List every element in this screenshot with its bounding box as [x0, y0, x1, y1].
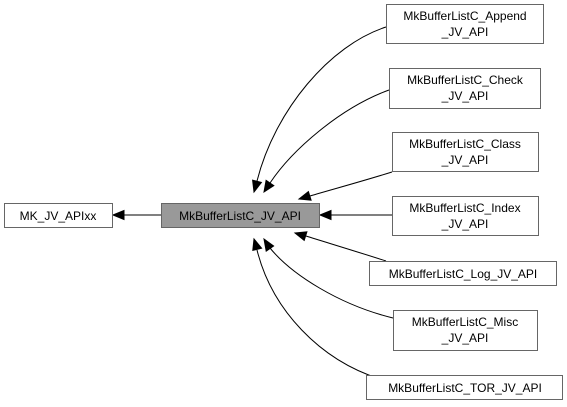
- node-mk-jv-apixx-box: [4, 203, 113, 228]
- node-index-label-line2: _JV_API: [441, 217, 489, 231]
- node-append[interactable]: MkBufferListC_Append _JV_API: [386, 4, 544, 44]
- node-check-label-line1: MkBufferListC_Check: [407, 73, 524, 87]
- node-misc[interactable]: MkBufferListC_Misc _JV_API: [393, 310, 538, 351]
- node-log[interactable]: MkBufferListC_Log_JV_API: [369, 261, 557, 286]
- edges: [111, 26, 394, 380]
- node-check[interactable]: MkBufferListC_Check _JV_API: [389, 68, 541, 109]
- node-misc-box: [393, 310, 538, 351]
- node-log-box: [369, 261, 557, 286]
- edge-arrowhead-append: [252, 179, 263, 194]
- edge-arrowhead-log: [293, 231, 308, 242]
- node-current-label: MkBufferListC_JV_API: [179, 209, 301, 223]
- node-index-box: [392, 196, 539, 236]
- node-tor[interactable]: MkBufferListC_TOR_JV_API: [366, 375, 563, 400]
- node-check-label-line2: _JV_API: [441, 89, 489, 103]
- node-class[interactable]: MkBufferListC_Class _JV_API: [392, 132, 539, 172]
- node-misc-label-line1: MkBufferListC_Misc: [412, 315, 518, 329]
- edge-arrowhead-misc: [263, 237, 275, 253]
- node-mk-jv-apixx-label: MK_JV_APIxx: [20, 209, 97, 223]
- node-current: MkBufferListC_JV_API: [161, 203, 320, 228]
- node-index[interactable]: MkBufferListC_Index _JV_API: [392, 196, 539, 236]
- edge-arrowhead-check: [263, 179, 275, 194]
- edge-class-to-current: [309, 171, 393, 197]
- node-class-label-line2: _JV_API: [441, 153, 489, 167]
- node-log-label: MkBufferListC_Log_JV_API: [389, 267, 538, 281]
- edge-arrowhead-mk-jv-apixx: [111, 209, 125, 221]
- node-tor-box: [366, 375, 563, 400]
- node-append-label-line2: _JV_API: [441, 25, 489, 39]
- edge-check-to-current: [269, 89, 390, 184]
- node-mk-jv-apixx[interactable]: MK_JV_APIxx: [4, 203, 113, 228]
- node-append-box: [386, 4, 544, 44]
- node-current-box: [161, 203, 320, 228]
- edge-misc-to-current: [269, 247, 394, 319]
- node-class-box: [392, 132, 539, 172]
- edge-arrowhead-index: [318, 209, 332, 221]
- node-check-box: [389, 68, 541, 109]
- edge-tor-to-current: [256, 249, 381, 380]
- nodes: MK_JV_APIxx MkBufferListC_JV_API MkBuffe…: [4, 4, 563, 400]
- edge-log-to-current: [305, 235, 387, 262]
- edge-arrowhead-class: [297, 190, 312, 201]
- node-misc-label-line2: _JV_API: [441, 331, 489, 345]
- edge-append-to-current: [256, 26, 387, 182]
- node-index-label-line1: MkBufferListC_Index: [409, 201, 520, 215]
- edge-arrowhead-tor: [252, 237, 263, 252]
- node-tor-label: MkBufferListC_TOR_JV_API: [388, 381, 542, 395]
- node-append-label-line1: MkBufferListC_Append: [403, 9, 526, 23]
- node-class-label-line1: MkBufferListC_Class: [409, 137, 521, 151]
